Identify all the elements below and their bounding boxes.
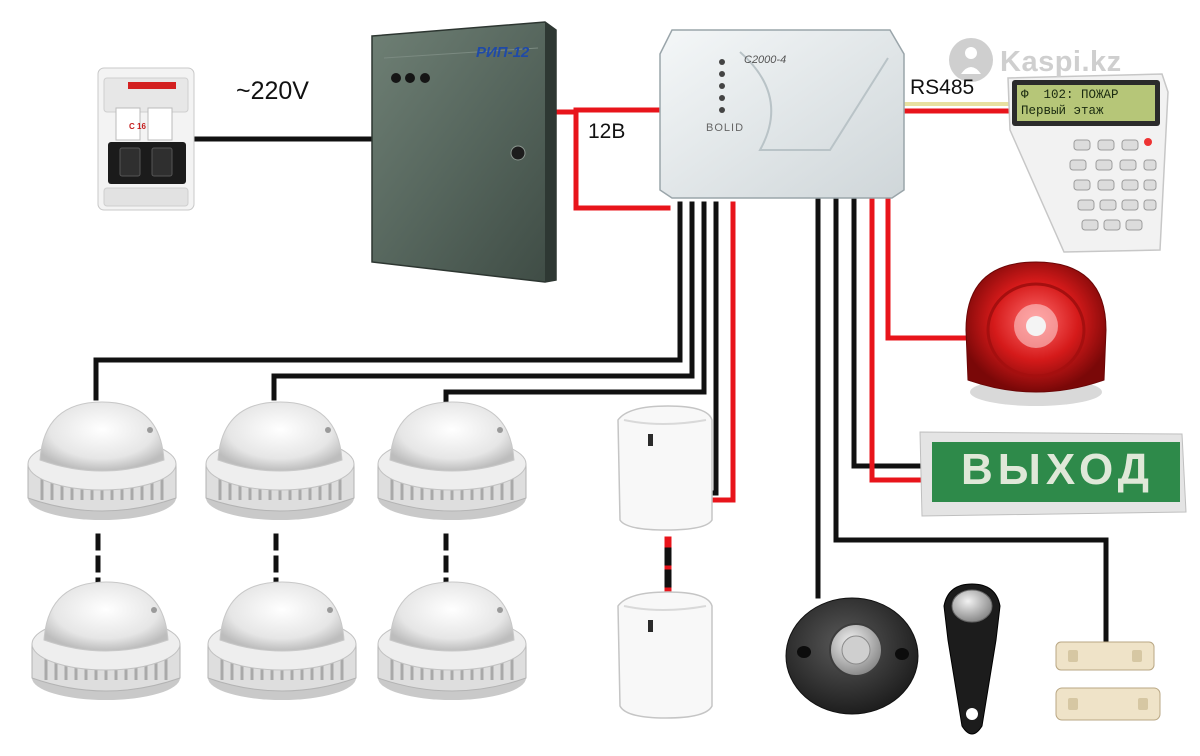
smoke-detector-4: [31, 581, 181, 700]
dc-power-wire-top: [553, 107, 663, 115]
kaspi-logo-icon: [949, 38, 993, 82]
siren-wire: [885, 193, 969, 341]
smoke-detector-3: [377, 401, 527, 520]
keypad-display-line1: Ф 102: ПОЖАР: [1021, 88, 1119, 102]
keypad-display-line2: Первый этаж: [1021, 104, 1104, 118]
smoke-detectors: [27, 401, 527, 700]
dc-power-wire-bottom: [573, 109, 671, 211]
smoke-detector-6: [377, 581, 527, 700]
exit-sign-text: ВЫХОД: [960, 445, 1155, 494]
keypad-buttons: [1069, 139, 1157, 231]
control-keypad: [1007, 73, 1169, 253]
controller-leds: [719, 59, 725, 113]
sounder-siren: [965, 261, 1107, 406]
watermark: Kaspi.kz: [1000, 40, 1122, 84]
controller-c2000-4: [659, 29, 905, 199]
exit-sign: [919, 431, 1187, 517]
wiring: [93, 102, 1109, 645]
magnetic-contact-wire: [833, 193, 1109, 645]
motion-sensor-1: [617, 405, 713, 531]
controller-brand-label: BOLID: [706, 122, 745, 134]
power-supply-label: РИП-12: [476, 44, 530, 61]
smoke-detector-5: [207, 581, 357, 700]
circuit-breaker: [97, 67, 195, 211]
smoke-detector-2: [205, 401, 355, 520]
dc-voltage-label: 12В: [588, 120, 626, 143]
magnetic-contact: [1055, 641, 1161, 721]
rs485-label: RS485: [910, 76, 975, 99]
ac-voltage-label: ~220V: [236, 77, 309, 105]
touch-memory-reader: [785, 597, 919, 715]
motion-sensor-2: [617, 591, 713, 719]
smoke-detector-1: [27, 401, 177, 520]
detector-loop-1: [93, 201, 683, 401]
exit-sign-wire-black: [851, 193, 933, 469]
key-fob: [943, 583, 1001, 735]
controller-model-label: С2000-4: [744, 54, 787, 66]
motion-loop-red: [707, 201, 736, 503]
exit-sign-wire-red: [869, 193, 933, 483]
detector-loop-3: [443, 201, 707, 405]
power-supply-rip12: [371, 21, 557, 283]
detector-loop-2: [271, 201, 695, 401]
watermark-text: Kaspi.kz: [1000, 45, 1122, 78]
breaker-rating-label: C 16: [129, 122, 146, 131]
